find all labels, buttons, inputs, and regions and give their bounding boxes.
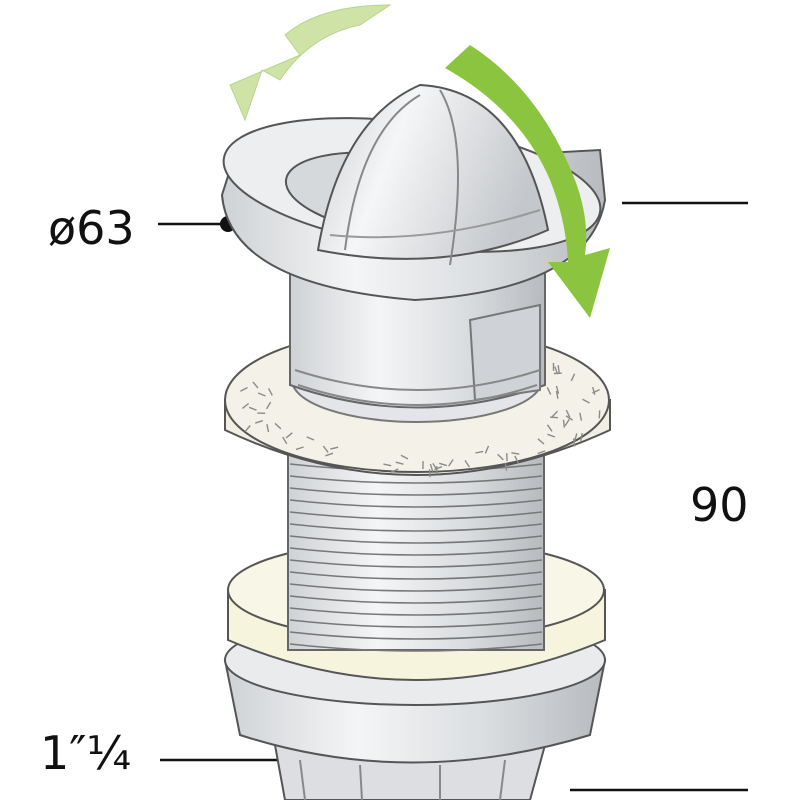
rotate-ccw-arrow-icon (229, 4, 392, 122)
rotate-cw-arrow-icon (445, 45, 610, 318)
diameter-label: ø63 (48, 201, 135, 255)
dome-plug (316, 83, 550, 266)
dimension-lines (158, 201, 748, 792)
height-label: 90 (690, 478, 749, 532)
thread-size-label: 1″¼ (40, 726, 132, 780)
